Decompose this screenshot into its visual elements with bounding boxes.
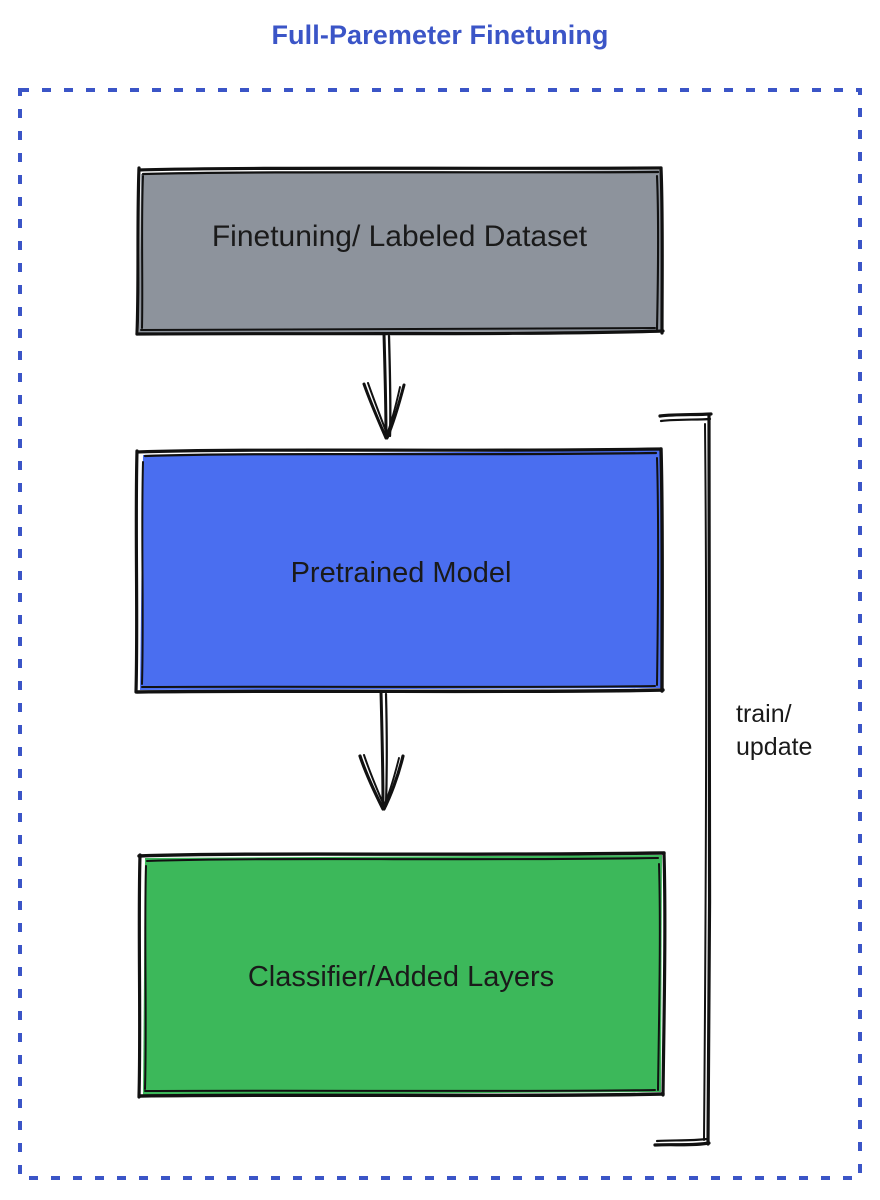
node-classifier-outline-a	[137, 851, 666, 858]
arrow-head-1-left	[362, 382, 388, 440]
node-dataset-outline-b	[141, 170, 660, 176]
node-pretrained-outline-f	[141, 685, 656, 688]
node-dataset-outline-e	[135, 329, 665, 336]
edge-feedback-bracket	[653, 412, 713, 1147]
arrow-head-2-right-b	[382, 757, 400, 809]
arrow-shaft-2	[379, 690, 385, 810]
node-dataset-outline-a	[137, 166, 663, 172]
node-classifier-outline-b	[145, 856, 660, 863]
node-dataset[interactable]	[135, 166, 665, 336]
node-pretrained-outline-c	[659, 447, 664, 693]
bracket-top-segment	[658, 412, 713, 418]
bracket-bottom-segment	[653, 1141, 711, 1147]
arrow-shaft-1	[382, 332, 388, 439]
dashed-boundary-frame	[18, 88, 862, 1180]
node-classifier-fill	[143, 855, 662, 1095]
node-dataset-outline-g	[135, 166, 141, 336]
node-dataset-fill	[139, 170, 662, 333]
node-pretrained-outline-h	[141, 461, 144, 685]
node-pretrained-outline-e	[135, 688, 665, 694]
arrow-head-1-right-b	[385, 386, 401, 438]
bracket-top-segment-b	[659, 417, 712, 423]
node-classifier[interactable]	[137, 851, 667, 1099]
node-pretrained-outline-d	[656, 457, 660, 686]
node-pretrained-outline-b	[143, 451, 658, 458]
node-pretrained-outline-a	[135, 447, 663, 454]
arrow-shaft-1b	[387, 334, 392, 438]
arrow-shaft-2b	[384, 692, 388, 808]
bracket-bottom-segment-b	[655, 1137, 709, 1143]
node-dataset-outline-h	[141, 175, 144, 329]
page-title: Full-Paremeter Finetuning	[271, 20, 609, 50]
feedback-edge-label: train/ update	[736, 698, 856, 764]
node-classifier-label: Classifier/Added Layers	[247, 961, 555, 993]
node-pretrained[interactable]	[134, 447, 665, 694]
node-classifier-outline-g	[137, 853, 142, 1099]
node-dataset-outline-c	[659, 166, 664, 335]
node-classifier-outline-d	[657, 863, 661, 1091]
node-dataset-label: Finetuning/ Labeled Dataset	[211, 220, 588, 253]
edge-pretrained-to-classifier	[358, 690, 405, 811]
node-dataset-outline-f	[140, 327, 656, 331]
bracket-vertical-segment	[706, 414, 712, 1146]
arrow-head-1-right	[385, 383, 406, 440]
node-pretrained-outline-g	[134, 449, 139, 694]
arrow-head-2-right	[382, 754, 405, 811]
bracket-vertical-segment-b	[703, 423, 708, 1141]
arrow-head-2-left	[358, 754, 385, 811]
node-classifier-outline-f	[144, 1089, 656, 1092]
node-classifier-outline-c	[661, 851, 667, 1097]
node-pretrained-fill	[140, 450, 662, 690]
node-classifier-outline-h	[144, 865, 147, 1090]
edge-dataset-to-pretrained	[362, 332, 406, 440]
feedback-edge-label-line1: train/	[736, 700, 792, 728]
node-classifier-outline-e	[138, 1092, 665, 1098]
feedback-edge-label-line2: update	[736, 733, 813, 761]
node-pretrained-label: Pretrained Model	[290, 557, 512, 589]
node-dataset-outline-d	[655, 174, 660, 331]
